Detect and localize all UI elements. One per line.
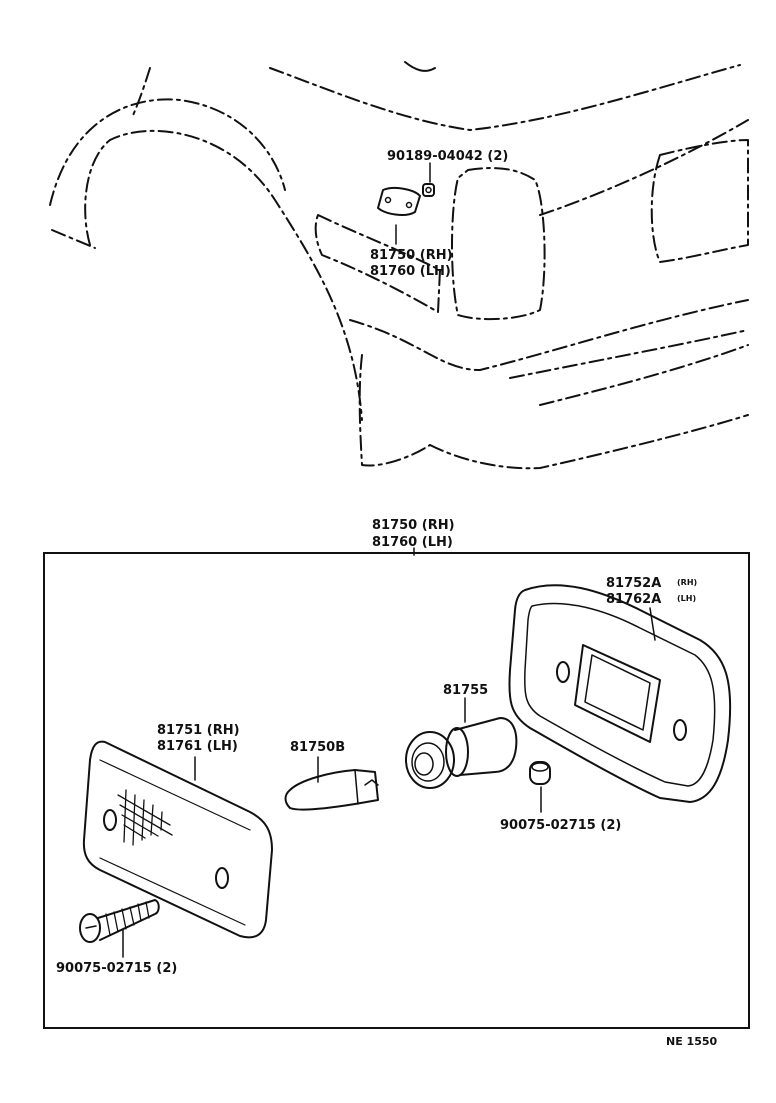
assy-lh-label: 81760 (LH) (372, 535, 453, 550)
gasket-lh-label: 81762A (606, 592, 661, 607)
lens-lh-label: 81761 (LH) (157, 739, 238, 754)
gasket-rh-suffix: (RH) (677, 578, 697, 587)
exploded-view-frame (43, 552, 750, 1029)
side-marker-lamp-in-body (377, 186, 421, 216)
bulb-part (284, 756, 379, 811)
screw-label: 90075-02715 (2) (56, 961, 177, 976)
small-nut-part (529, 761, 551, 813)
screw-part (79, 899, 160, 958)
nut-in-body (422, 162, 435, 197)
socket-part (405, 697, 518, 789)
gasket-part (508, 584, 732, 803)
bulb-label: 81750B (290, 740, 345, 755)
vehicle-body-outline (49, 61, 749, 470)
lens-part (82, 740, 273, 939)
gasket-rh-label: 81752A (606, 576, 661, 591)
small-nut-label: 90075-02715 (2) (500, 818, 621, 833)
socket-label: 81755 (443, 683, 488, 698)
assy-rh-label: 81750 (RH) (372, 518, 455, 533)
lamp-rh-label: 81750 (RH) (370, 248, 453, 263)
lamp-lh-label: 81760 (LH) (370, 264, 451, 279)
nut-label: 90189-04042 (2) (387, 149, 508, 164)
lens-rh-label: 81751 (RH) (157, 723, 240, 738)
reference-code: NE 1550 (666, 1035, 718, 1048)
gasket-lh-suffix: (LH) (677, 594, 696, 603)
